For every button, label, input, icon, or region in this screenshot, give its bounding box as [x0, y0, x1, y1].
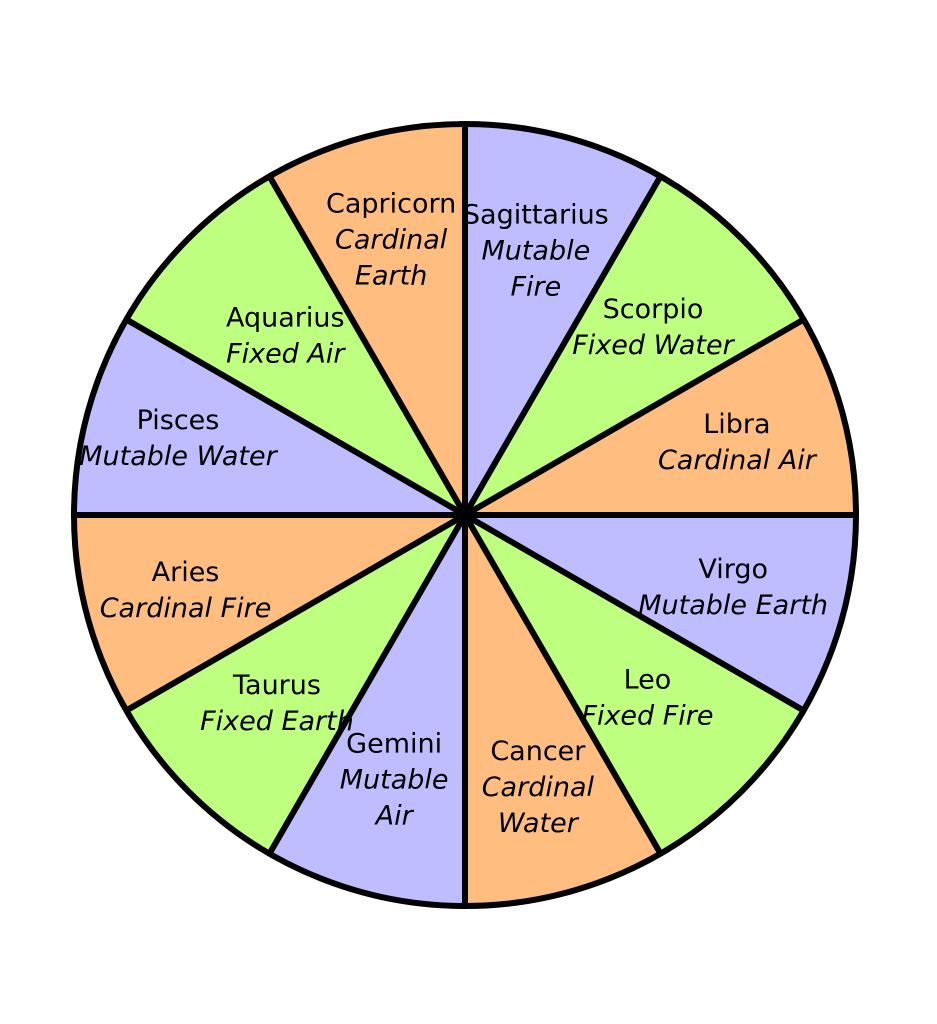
sign-name: Pisces	[137, 405, 220, 436]
wheel-spoke	[124, 316, 467, 518]
wedge-capricorn	[269, 124, 465, 515]
sign-quality: Mutable	[481, 236, 590, 267]
wedge-taurus	[126, 515, 465, 854]
sign-quality: Water	[498, 808, 580, 839]
sign-quality: Cardinal	[482, 772, 595, 803]
wedge-pisces	[74, 319, 465, 515]
sign-quality: Cardinal Fire	[100, 593, 272, 624]
sign-quality: Air	[374, 800, 415, 831]
wedge-sagittarius	[465, 124, 661, 515]
sign-name: Virgo	[698, 554, 768, 585]
sign-quality: Mutable Water	[79, 441, 278, 472]
sign-name: Aries	[152, 557, 220, 588]
wedge-leo	[465, 515, 804, 854]
sign-name: Capricorn	[326, 188, 456, 219]
sign-name: Taurus	[232, 670, 321, 701]
wheel-spoke	[266, 174, 468, 517]
wedge-gemini	[269, 515, 465, 906]
sign-quality: Fixed Water	[572, 330, 735, 361]
wedge-layer	[74, 124, 857, 907]
sign-name: Scorpio	[603, 294, 704, 325]
wedge-virgo	[465, 515, 856, 711]
wheel-spoke	[463, 512, 806, 714]
sign-name: Leo	[624, 664, 672, 695]
spoke-layer	[74, 124, 856, 906]
sign-quality: Cardinal	[335, 224, 448, 255]
sign-quality: Fixed Air	[226, 338, 346, 369]
wheel-spoke	[462, 174, 664, 517]
wedge-libra	[465, 319, 857, 515]
sign-quality: Fixed Earth	[200, 706, 354, 737]
sign-quality: Mutable	[340, 764, 449, 795]
wedge-scorpio	[465, 176, 804, 515]
wedge-cancer	[465, 515, 661, 907]
sign-quality: Earth	[355, 260, 427, 291]
wedge-aries	[74, 515, 465, 711]
sign-name: Libra	[703, 409, 770, 440]
wheel-spoke	[463, 316, 806, 518]
sign-quality: Fixed Fire	[581, 700, 713, 731]
sign-quality: Cardinal Air	[658, 445, 818, 476]
wheel-spoke	[266, 513, 468, 856]
wheel-rim	[71, 121, 859, 909]
sign-name: Aquarius	[226, 302, 345, 333]
sign-quality: Mutable Earth	[638, 590, 828, 621]
sign-name: Gemini	[346, 728, 442, 759]
sign-quality: Fire	[510, 272, 561, 303]
wedge-aquarius	[126, 176, 465, 515]
wheel-spoke	[124, 512, 467, 714]
sign-name: Cancer	[490, 736, 586, 767]
wheel-spoke	[462, 513, 664, 856]
sign-name: Sagittarius	[463, 200, 609, 231]
wheel-hub	[454, 504, 476, 526]
